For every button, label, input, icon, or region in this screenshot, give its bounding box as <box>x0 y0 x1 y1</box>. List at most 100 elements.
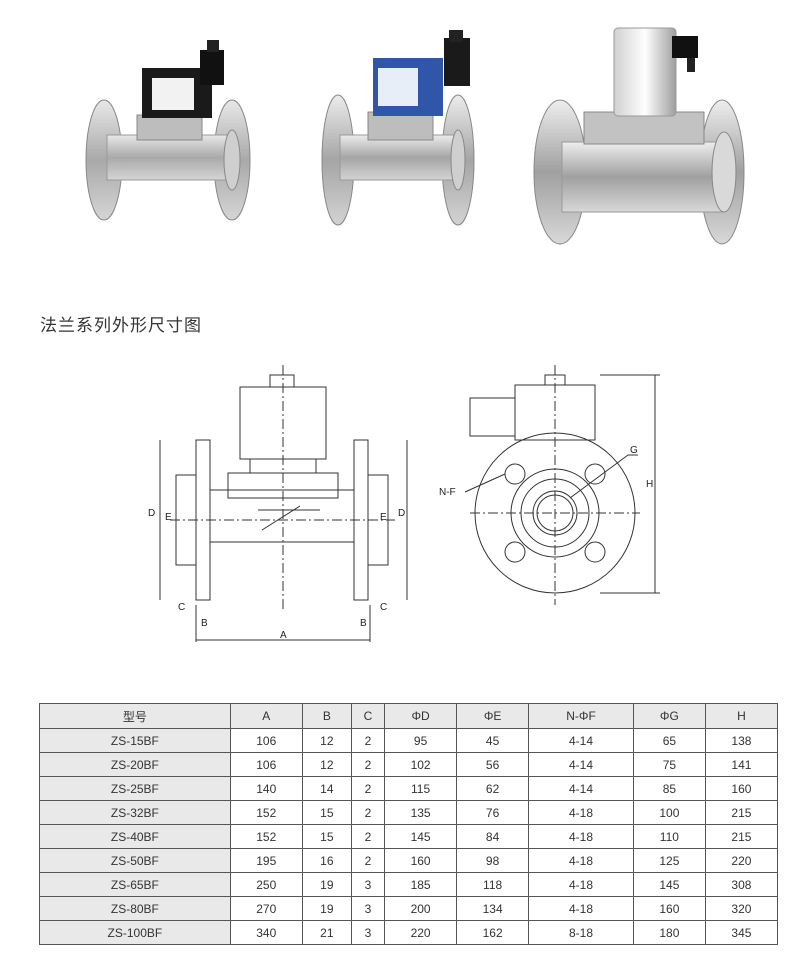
value-cell: 12 <box>301 752 352 777</box>
model-cell: ZS-15BF <box>39 728 231 753</box>
value-cell: 250 <box>229 872 303 897</box>
value-cell: 85 <box>632 776 706 801</box>
value-cell: 110 <box>632 824 706 849</box>
value-cell: 340 <box>229 920 303 945</box>
value-cell: 106 <box>229 752 303 777</box>
valve-photo-blue-coil <box>321 30 475 226</box>
model-cell: ZS-40BF <box>39 824 231 849</box>
value-cell: 19 <box>301 896 352 921</box>
value-cell: 12 <box>301 728 352 753</box>
header-h: H <box>704 703 779 729</box>
value-cell: 140 <box>229 776 303 801</box>
value-cell: 75 <box>632 752 706 777</box>
value-cell: 106 <box>229 728 303 753</box>
value-cell: 220 <box>384 920 458 945</box>
label-d-left: D <box>148 508 155 519</box>
value-cell: 200 <box>384 896 458 921</box>
value-cell: 320 <box>704 896 779 921</box>
value-cell: 160 <box>704 776 779 801</box>
coil <box>613 27 677 117</box>
value-cell: 8-18 <box>528 920 634 945</box>
value-cell: 4-14 <box>528 776 634 801</box>
label-a: A <box>280 630 287 641</box>
value-cell: 100 <box>632 800 706 825</box>
value-cell: 160 <box>384 848 458 873</box>
value-cell: 308 <box>704 872 779 897</box>
value-cell: 84 <box>456 824 530 849</box>
value-cell: 160 <box>632 896 706 921</box>
value-cell: 98 <box>456 848 530 873</box>
value-cell: 185 <box>384 872 458 897</box>
value-cell: 138 <box>704 728 779 753</box>
value-cell: 145 <box>384 824 458 849</box>
value-cell: 134 <box>456 896 530 921</box>
table-header-row: 型号 A B C ΦD ΦE N-ΦF ΦG H <box>39 703 779 729</box>
value-cell: 135 <box>384 800 458 825</box>
label-c-left: C <box>178 602 185 613</box>
label-g: G <box>630 445 638 456</box>
value-cell: 21 <box>301 920 352 945</box>
value-cell: 15 <box>301 824 352 849</box>
value-cell: 76 <box>456 800 530 825</box>
value-cell: 102 <box>384 752 458 777</box>
label-e-right: E <box>380 512 387 523</box>
value-cell: 152 <box>229 800 303 825</box>
value-cell: 45 <box>456 728 530 753</box>
value-cell: 2 <box>350 800 386 825</box>
header-model: 型号 <box>39 703 231 729</box>
value-cell: 2 <box>350 752 386 777</box>
model-cell: ZS-32BF <box>39 800 231 825</box>
value-cell: 195 <box>229 848 303 873</box>
value-cell: 4-18 <box>528 896 634 921</box>
value-cell: 95 <box>384 728 458 753</box>
model-cell: ZS-25BF <box>39 776 231 801</box>
model-cell: ZS-65BF <box>39 872 231 897</box>
product-photos <box>0 0 806 260</box>
value-cell: 3 <box>350 872 386 897</box>
value-cell: 2 <box>350 848 386 873</box>
value-cell: 118 <box>456 872 530 897</box>
value-cell: 215 <box>704 800 779 825</box>
model-cell: ZS-50BF <box>39 848 231 873</box>
label-h: H <box>646 479 653 490</box>
value-cell: 345 <box>704 920 779 945</box>
model-cell: ZS-100BF <box>39 920 231 945</box>
label-b-left: B <box>201 618 208 629</box>
front-view <box>159 365 408 642</box>
value-cell: 141 <box>704 752 779 777</box>
value-cell: 4-14 <box>528 752 634 777</box>
dimension-drawing: D E E D C C B B A G N-F H <box>148 365 660 642</box>
value-cell: 162 <box>456 920 530 945</box>
value-cell: 2 <box>350 824 386 849</box>
value-cell: 65 <box>632 728 706 753</box>
value-cell: 2 <box>350 776 386 801</box>
header-a: A <box>229 703 303 729</box>
value-cell: 2 <box>350 728 386 753</box>
header-b: B <box>301 703 352 729</box>
model-cell: ZS-80BF <box>39 896 231 921</box>
value-cell: 15 <box>301 800 352 825</box>
value-cell: 145 <box>632 872 706 897</box>
label-c-right: C <box>380 602 387 613</box>
valve-photo-black-coil <box>85 40 251 221</box>
value-cell: 215 <box>704 824 779 849</box>
side-view <box>464 365 660 605</box>
value-cell: 16 <box>301 848 352 873</box>
value-cell: 19 <box>301 872 352 897</box>
value-cell: 152 <box>229 824 303 849</box>
header-d: ΦD <box>384 703 458 729</box>
label-b-right: B <box>360 618 367 629</box>
value-cell: 3 <box>350 920 386 945</box>
label-e-left: E <box>165 512 172 523</box>
value-cell: 3 <box>350 896 386 921</box>
